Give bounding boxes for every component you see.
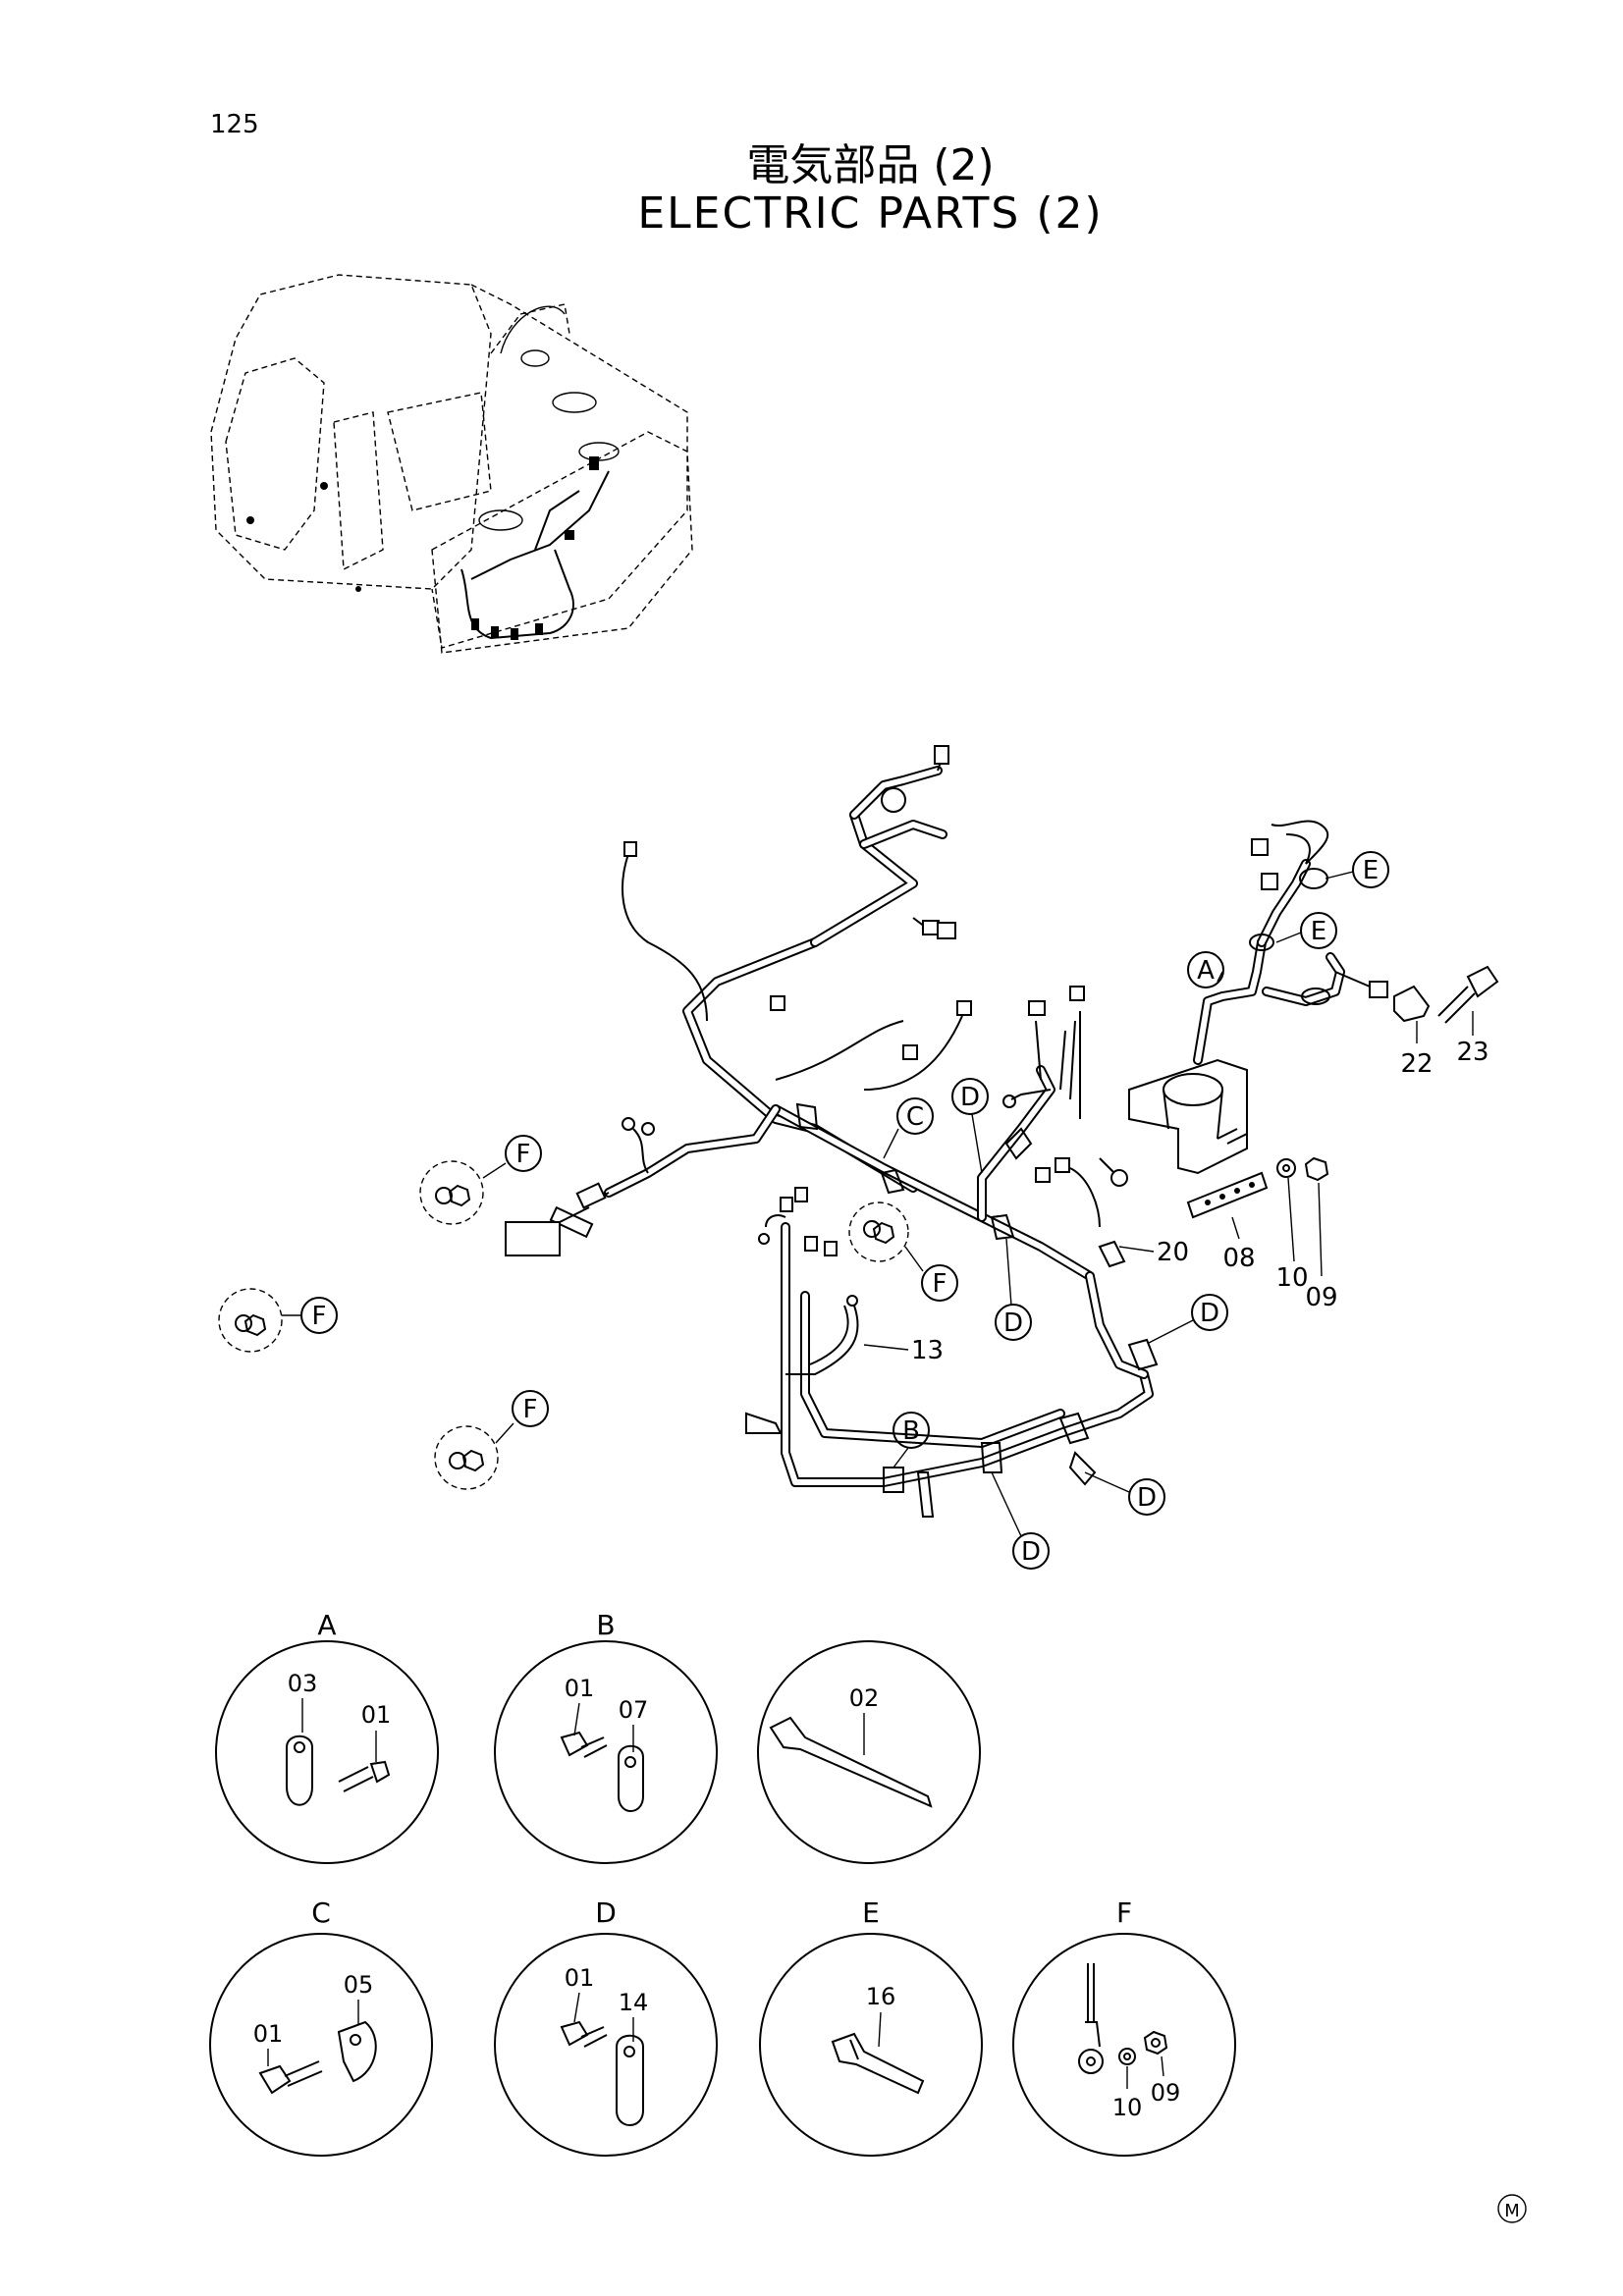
part-09: 09 [1305, 1283, 1337, 1312]
svg-text:16: 16 [866, 1983, 896, 2010]
svg-text:B: B [902, 1416, 920, 1446]
detail-e: E 16 [759, 1896, 983, 2157]
part-22: 22 [1400, 1049, 1433, 1079]
detail-a: A 03 01 [215, 1609, 439, 1864]
detail-c: C 05 01 [209, 1896, 433, 2157]
washer-nut-sets [218, 1160, 909, 1490]
page-title-english: ELECTRIC PARTS (2) [637, 188, 1104, 239]
callout-e-top: E [1325, 851, 1389, 888]
svg-text:E: E [1311, 917, 1326, 946]
part-10: 10 [1275, 1263, 1308, 1293]
svg-text:D: D [960, 1083, 980, 1112]
detail-b: B 01 07 [494, 1609, 718, 1864]
part-08: 08 [1222, 1244, 1255, 1273]
detail-02: 02 [757, 1640, 981, 1864]
svg-text:07: 07 [619, 1696, 649, 1724]
part-numbers: 22 23 08 10 09 20 13 [911, 1038, 1489, 1365]
part-20: 20 [1157, 1238, 1189, 1267]
part-13: 13 [911, 1336, 944, 1365]
svg-text:F: F [933, 1269, 947, 1299]
svg-text:05: 05 [344, 1971, 374, 1999]
svg-text:F: F [523, 1395, 538, 1424]
callout-f-left-low: F [495, 1390, 549, 1444]
svg-text:C: C [906, 1102, 924, 1132]
svg-text:09: 09 [1151, 2079, 1181, 2107]
callout-d-low-right: D [1084, 1471, 1165, 1516]
callout-f-left-mid: F [282, 1297, 338, 1334]
svg-text:C: C [311, 1896, 331, 1929]
detail-d: D 01 14 [494, 1896, 718, 2157]
callout-f-left-top: F [482, 1135, 542, 1179]
callout-c: C [883, 1097, 934, 1159]
harness-assembly [505, 745, 1499, 1518]
svg-text:01: 01 [565, 1675, 595, 1702]
svg-text:D: D [1200, 1299, 1219, 1328]
callout-e-mid: E [1275, 912, 1337, 949]
svg-text:D: D [1021, 1537, 1041, 1567]
svg-text:D: D [595, 1896, 617, 1929]
svg-text:E: E [1363, 856, 1379, 885]
detail-f: F 10 09 [1012, 1896, 1236, 2157]
svg-text:D: D [1137, 1483, 1157, 1513]
callout-d-upper: D [951, 1078, 989, 1174]
svg-text:F: F [516, 1140, 531, 1169]
callout-d-right: D [1148, 1294, 1228, 1344]
callout-a: A [1187, 951, 1224, 988]
svg-text:F: F [1116, 1896, 1132, 1929]
svg-text:03: 03 [288, 1670, 318, 1697]
callout-b: B [893, 1412, 930, 1468]
callouts: F F F F C D D D D D B A E E [282, 851, 1389, 1570]
svg-text:01: 01 [361, 1701, 392, 1729]
svg-text:A: A [317, 1609, 336, 1641]
svg-text:01: 01 [565, 1964, 595, 1992]
svg-text:F: F [312, 1302, 327, 1331]
svg-text:01: 01 [253, 2020, 284, 2048]
callout-f-center: F [904, 1246, 958, 1302]
svg-text:A: A [1197, 956, 1215, 986]
svg-text:10: 10 [1112, 2094, 1143, 2121]
page-mark: M [1497, 2194, 1527, 2223]
page-title-japanese: 電気部品 (2) [746, 140, 995, 190]
part-23: 23 [1456, 1038, 1488, 1067]
svg-text:B: B [596, 1609, 615, 1641]
svg-text:02: 02 [849, 1684, 880, 1712]
svg-text:E: E [862, 1896, 880, 1929]
page-number: 125 [210, 110, 259, 139]
svg-text:14: 14 [619, 1989, 649, 2016]
svg-text:D: D [1003, 1308, 1023, 1338]
svg-text:M: M [1504, 2201, 1520, 2221]
callout-d-mid: D [995, 1238, 1032, 1341]
machine-overview [210, 274, 693, 654]
callout-d-low: D [991, 1471, 1050, 1570]
